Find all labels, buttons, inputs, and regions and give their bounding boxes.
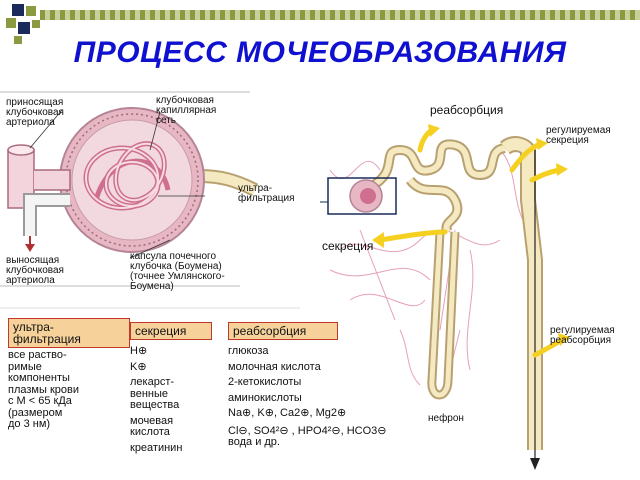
secretion-item: вещества bbox=[130, 399, 180, 411]
convoluted-tubule bbox=[369, 139, 507, 235]
efferent-arteriole bbox=[23, 193, 70, 252]
header-secretion: секреция bbox=[130, 322, 212, 340]
reabsorption-item: 2-кетокислоты bbox=[228, 376, 302, 388]
secretion-item: лекарст- bbox=[130, 376, 175, 388]
corner-square-green-1 bbox=[26, 6, 36, 16]
nephron-glomerulus bbox=[320, 177, 397, 215]
column-secretion: H⊕ K⊕ лекарст- венные вещества мочевая к… bbox=[130, 345, 222, 454]
secretion-item: K⊕ bbox=[130, 360, 147, 373]
transport-arrows bbox=[377, 127, 565, 358]
arrowheads bbox=[372, 124, 570, 346]
ultrafiltration-item: римые bbox=[8, 360, 42, 373]
label-glomerular-network: клубочковая капиллярная сеть bbox=[156, 95, 217, 126]
secretion-item: кислота bbox=[130, 426, 170, 438]
label-secretion: секреция bbox=[322, 239, 374, 253]
reabsorption-item: глюкоза bbox=[228, 345, 269, 357]
loop-of-henle bbox=[427, 231, 460, 400]
label-nephron: нефрон bbox=[428, 413, 464, 424]
ultrafiltration-item: (размером bbox=[8, 406, 63, 419]
label-afferent-arteriole: приносящая клубочковая артериола bbox=[6, 97, 64, 128]
reabsorption-item: Na⊕, K⊕, Ca2⊕, Mg2⊕ bbox=[228, 407, 347, 419]
column-reabsorption: глюкоза молочная кислота 2-кетокислоты а… bbox=[228, 345, 398, 449]
ultrafiltration-item: плазмы крови bbox=[8, 383, 79, 396]
corner-square-navy-1 bbox=[12, 4, 24, 16]
reabsorption-item: Cl⊖, SO4²⊖ , HPO4²⊖, HCO3⊖ bbox=[228, 424, 387, 437]
label-regulated-secretion: регулируемая секреция bbox=[546, 125, 611, 146]
ultrafiltration-item: с M < 65 кДа bbox=[8, 395, 72, 407]
corner-square-green-3 bbox=[32, 20, 40, 28]
label-ultrafiltration: ультра- фильтрация bbox=[238, 183, 295, 204]
collecting-duct bbox=[500, 136, 543, 470]
header-stripe bbox=[40, 10, 640, 20]
label-capsule: капсула почечного клубочка (Боумена) (то… bbox=[130, 251, 225, 292]
header-reabsorption: реабсорбция bbox=[228, 322, 338, 340]
corner-square-green-2 bbox=[6, 18, 16, 28]
ultrafiltration-item: компоненты bbox=[8, 372, 70, 384]
secretion-item: креатинин bbox=[130, 441, 183, 454]
label-regulated-reabsorption: регулируемая реабсорбция bbox=[550, 325, 615, 346]
corner-square-green-4 bbox=[14, 36, 22, 44]
capsule-space bbox=[71, 119, 193, 241]
reabsorption-item: аминокислоты bbox=[228, 391, 302, 404]
page-title: ПРОЦЕСС МОЧЕОБРАЗОВАНИЯ bbox=[73, 36, 567, 69]
reabsorption-item: вода и др. bbox=[228, 436, 280, 448]
ultrafiltration-item: все раство- bbox=[8, 349, 67, 361]
column-ultrafiltration: все раство- римые компоненты плазмы кров… bbox=[8, 349, 126, 431]
label-efferent-arteriole: выносящая клубочковая артериола bbox=[6, 255, 64, 286]
reabsorption-item: молочная кислота bbox=[228, 360, 321, 373]
label-reabsorption-top: реабсорбция bbox=[430, 103, 504, 117]
secretion-item: венные bbox=[130, 387, 169, 400]
corner-square-navy-2 bbox=[18, 22, 30, 34]
header-ultrafiltration: ультра- фильтрация bbox=[8, 318, 130, 348]
secretion-item: H⊕ bbox=[130, 345, 148, 357]
secretion-item: мочевая bbox=[130, 414, 174, 427]
ultrafiltration-item: до 3 нм) bbox=[8, 418, 51, 430]
